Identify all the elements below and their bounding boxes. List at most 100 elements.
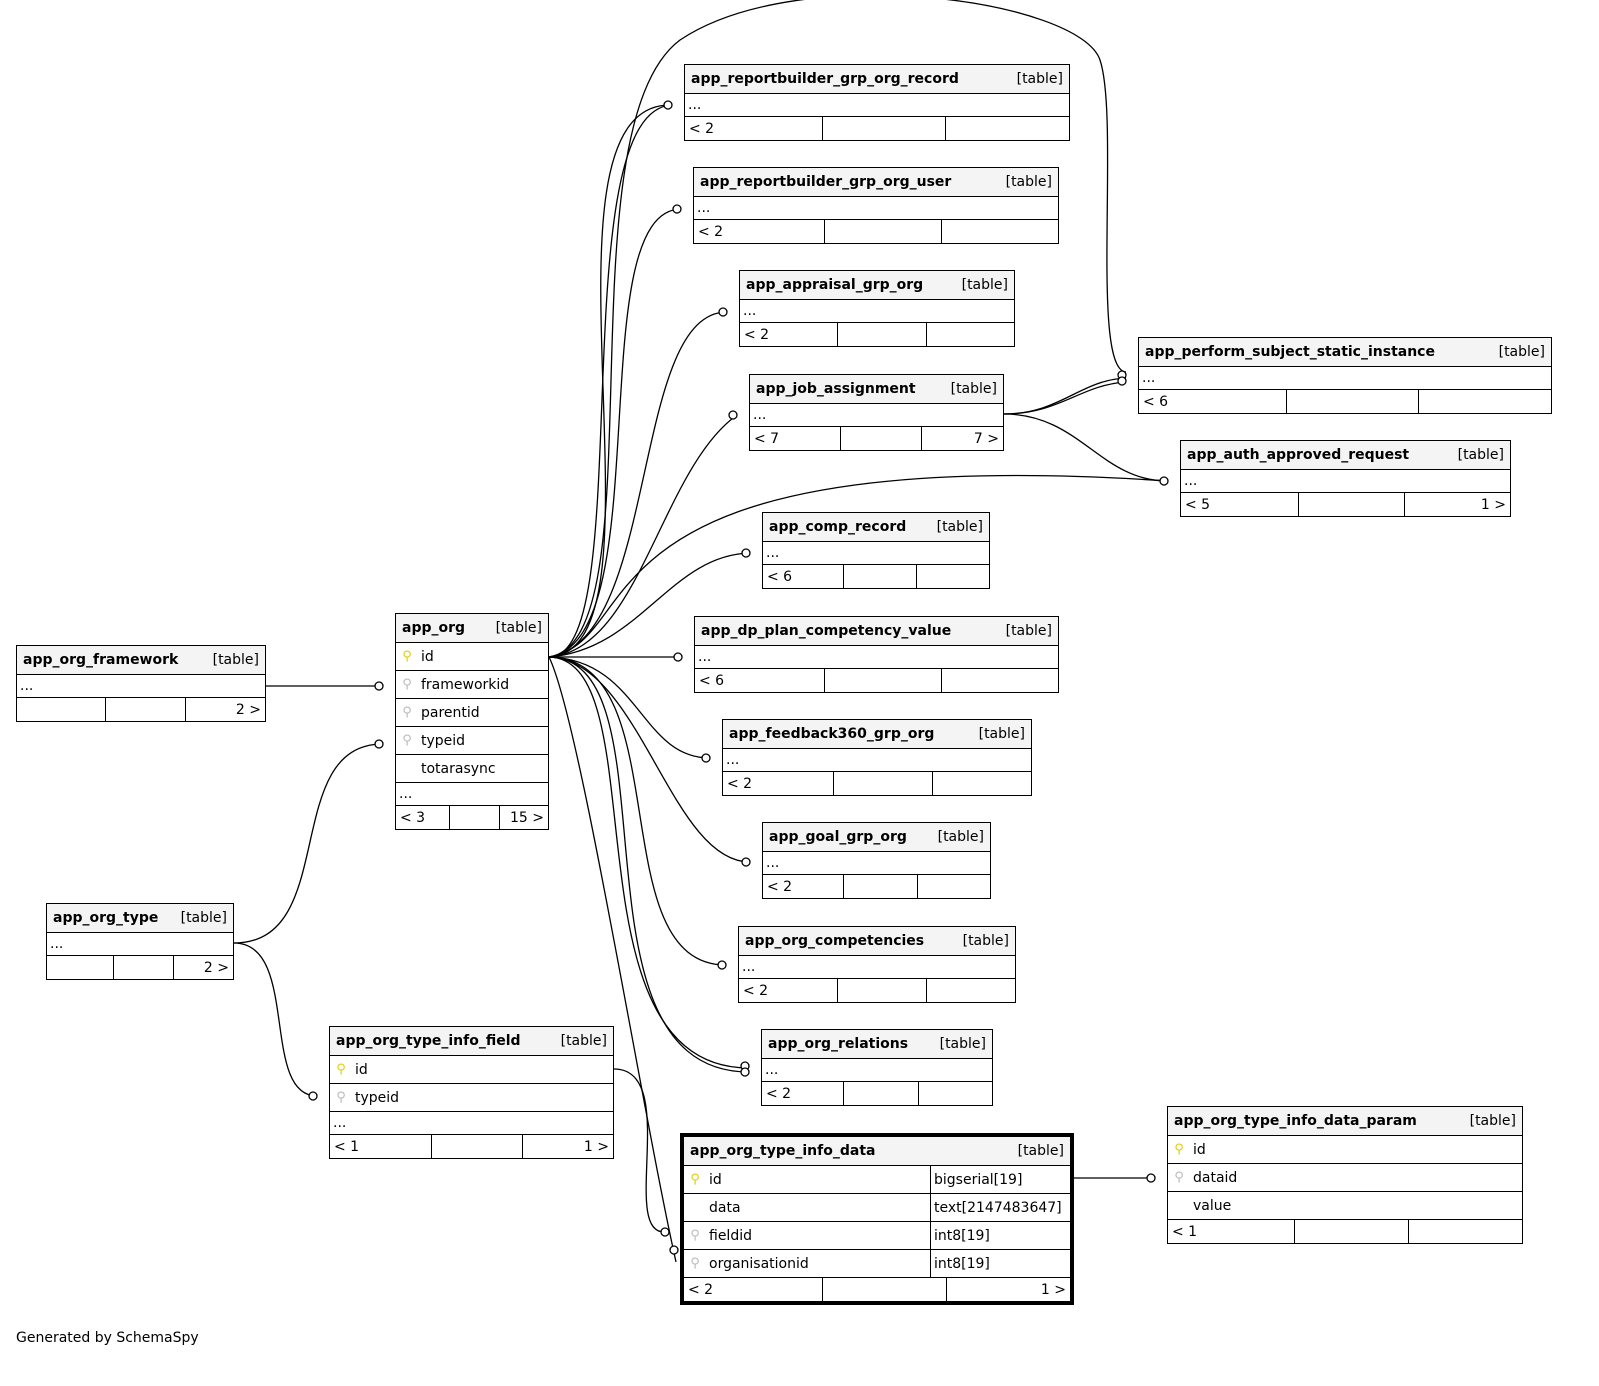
- more-columns[interactable]: ...: [750, 403, 1003, 426]
- more-columns[interactable]: ...: [695, 645, 1058, 668]
- parents-count[interactable]: < 5: [1185, 496, 1211, 513]
- children-count[interactable]: [1418, 390, 1551, 413]
- parents-count[interactable]: < 7: [754, 430, 780, 447]
- table-name[interactable]: app_job_assignment: [756, 381, 916, 397]
- children-count[interactable]: 1 >: [945, 1278, 1070, 1301]
- table-app-feedback360-grp-org[interactable]: app_feedback360_grp_org[table]...< 2: [722, 719, 1032, 796]
- column-row[interactable]: ⚲id: [396, 642, 548, 670]
- table-app-org-type-info-field[interactable]: app_org_type_info_field[table]⚲id⚲typeid…: [329, 1026, 614, 1159]
- children-count[interactable]: [941, 669, 1058, 692]
- table-app-perform-subject-static-instance[interactable]: app_perform_subject_static_instance[tabl…: [1138, 337, 1552, 414]
- children-count[interactable]: [945, 117, 1069, 140]
- children-count[interactable]: 1 >: [521, 1135, 613, 1158]
- parents-count[interactable]: < 2: [767, 878, 793, 895]
- table-app-dp-plan-competency-value[interactable]: app_dp_plan_competency_value[table]...< …: [694, 616, 1059, 693]
- parents-count[interactable]: < 2: [744, 326, 770, 343]
- parents-count[interactable]: < 2: [727, 775, 753, 792]
- more-columns[interactable]: ...: [396, 782, 548, 805]
- children-count[interactable]: [925, 323, 1014, 346]
- table-app-comp-record[interactable]: app_comp_record[table]...< 6: [762, 512, 990, 589]
- column-row[interactable]: ⚲typeid: [330, 1083, 613, 1111]
- parents-count[interactable]: < 2: [743, 982, 769, 999]
- table-app-reportbuilder-grp-org-user[interactable]: app_reportbuilder_grp_org_user[table]...…: [693, 167, 1059, 244]
- column-row[interactable]: ⚲id: [330, 1055, 613, 1083]
- column-row[interactable]: ⚲typeid: [396, 726, 548, 754]
- table-name[interactable]: app_org_type_info_data: [690, 1143, 876, 1159]
- table-name[interactable]: app_org_type_info_field: [336, 1033, 521, 1049]
- children-count[interactable]: [940, 220, 1058, 243]
- column-row[interactable]: totarasync: [396, 754, 548, 782]
- column-row[interactable]: ⚲frameworkid: [396, 670, 548, 698]
- column-row[interactable]: ⚲id: [1168, 1135, 1522, 1163]
- children-count[interactable]: [916, 875, 990, 898]
- more-columns[interactable]: ...: [739, 955, 1015, 978]
- more-columns[interactable]: ...: [1181, 469, 1510, 492]
- table-name[interactable]: app_org_relations: [768, 1036, 909, 1052]
- children-count[interactable]: [931, 772, 1031, 795]
- table-app-org-competencies[interactable]: app_org_competencies[table]...< 2: [738, 926, 1016, 1003]
- table-app-org-framework[interactable]: app_org_framework[table]...2 >: [16, 645, 266, 722]
- table-app-org-relations[interactable]: app_org_relations[table]...< 2: [761, 1029, 993, 1106]
- table-name[interactable]: app_reportbuilder_grp_org_user: [700, 174, 952, 190]
- children-count[interactable]: 2 >: [172, 956, 233, 979]
- table-name[interactable]: app_appraisal_grp_org: [746, 277, 924, 293]
- children-count[interactable]: [916, 565, 989, 588]
- children-count[interactable]: [917, 1082, 992, 1105]
- table-name[interactable]: app_auth_approved_request: [1187, 447, 1410, 463]
- table-name[interactable]: app_org_competencies: [745, 933, 925, 949]
- table-name[interactable]: app_dp_plan_competency_value: [701, 623, 952, 639]
- table-app-org-type-info-data-param[interactable]: app_org_type_info_data_param[table]⚲id⚲d…: [1167, 1106, 1523, 1244]
- parents-count[interactable]: < 1: [1172, 1223, 1198, 1240]
- table-name[interactable]: app_org: [402, 620, 466, 636]
- table-name[interactable]: app_org_type: [53, 910, 159, 926]
- parents-count[interactable]: < 2: [689, 120, 715, 137]
- parents-count[interactable]: < 6: [1143, 393, 1169, 410]
- parents-count[interactable]: [47, 956, 113, 979]
- children-count[interactable]: 15 >: [498, 806, 548, 829]
- more-columns[interactable]: ...: [685, 93, 1069, 116]
- table-app-org-type[interactable]: app_org_type[table]...2 >: [46, 903, 234, 980]
- more-columns[interactable]: ...: [723, 748, 1031, 771]
- children-count[interactable]: 2 >: [184, 698, 265, 721]
- parents-count[interactable]: < 2: [698, 223, 724, 240]
- table-app-goal-grp-org[interactable]: app_goal_grp_org[table]...< 2: [762, 822, 991, 899]
- more-columns[interactable]: ...: [330, 1111, 613, 1134]
- more-columns[interactable]: ...: [763, 851, 990, 874]
- children-count[interactable]: [1408, 1220, 1522, 1243]
- table-app-reportbuilder-grp-org-record[interactable]: app_reportbuilder_grp_org_record[table].…: [684, 64, 1070, 141]
- children-count[interactable]: [926, 979, 1015, 1002]
- parents-count[interactable]: [17, 698, 105, 721]
- column-row[interactable]: value: [1168, 1191, 1522, 1219]
- column-row[interactable]: ⚲dataid: [1168, 1163, 1522, 1191]
- table-name[interactable]: app_reportbuilder_grp_org_record: [691, 71, 959, 87]
- table-name[interactable]: app_feedback360_grp_org: [729, 726, 935, 742]
- parents-count[interactable]: < 6: [699, 672, 725, 689]
- table-name[interactable]: app_org_type_info_data_param: [1174, 1113, 1417, 1129]
- more-columns[interactable]: ...: [694, 196, 1058, 219]
- more-columns[interactable]: ...: [762, 1058, 992, 1081]
- more-columns[interactable]: ...: [17, 674, 265, 697]
- parents-count[interactable]: < 1: [334, 1138, 360, 1155]
- more-columns[interactable]: ...: [47, 932, 233, 955]
- table-app-appraisal-grp-org[interactable]: app_appraisal_grp_org[table]...< 2: [739, 270, 1015, 347]
- table-name[interactable]: app_perform_subject_static_instance: [1145, 344, 1435, 360]
- parents-count[interactable]: < 2: [766, 1085, 792, 1102]
- children-count[interactable]: 7 >: [921, 427, 1003, 450]
- more-columns[interactable]: ...: [763, 541, 989, 564]
- table-app-org[interactable]: app_org[table]⚲id⚲frameworkid⚲parentid⚲t…: [395, 613, 549, 830]
- parents-count[interactable]: < 3: [400, 809, 426, 826]
- table-name[interactable]: app_org_framework: [23, 652, 179, 668]
- table-name[interactable]: app_goal_grp_org: [769, 829, 907, 845]
- children-count[interactable]: 1 >: [1404, 493, 1510, 516]
- parents-count[interactable]: < 6: [767, 568, 793, 585]
- more-columns[interactable]: ...: [740, 299, 1014, 322]
- table-name[interactable]: app_comp_record: [769, 519, 907, 535]
- more-columns[interactable]: ...: [1139, 366, 1551, 389]
